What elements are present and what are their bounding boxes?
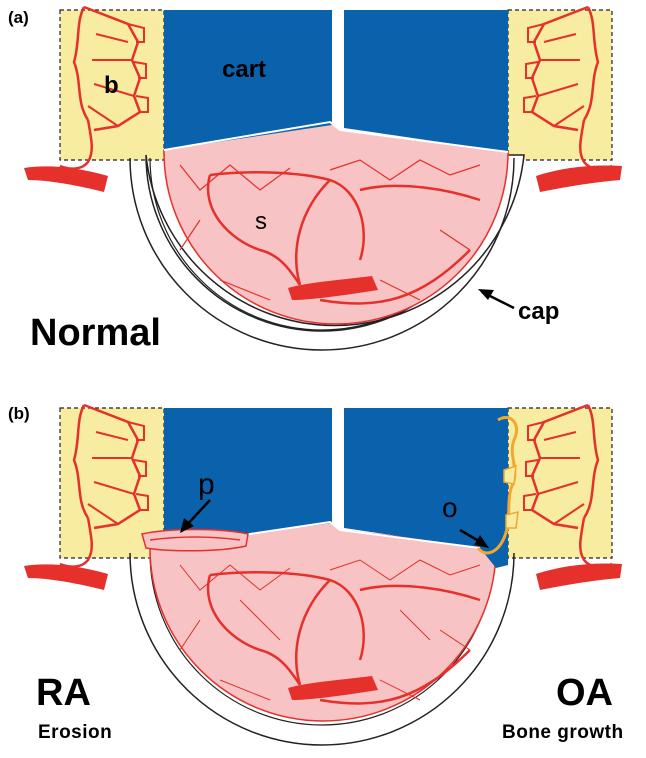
cartilage-label: cart bbox=[222, 56, 266, 84]
panel-b-label: (b) bbox=[8, 404, 30, 424]
right-cartilage bbox=[344, 10, 508, 152]
pannus bbox=[142, 530, 248, 551]
pannus-label: p bbox=[198, 468, 215, 502]
right-vessel-b bbox=[536, 563, 622, 590]
oa-label: OA bbox=[556, 672, 613, 715]
normal-label: Normal bbox=[30, 312, 161, 355]
synovium-label: s bbox=[255, 208, 267, 236]
left-cartilage-b bbox=[164, 408, 332, 534]
panel-b-diagram bbox=[24, 405, 622, 745]
left-vessel bbox=[24, 166, 108, 192]
right-bone-region bbox=[508, 10, 612, 160]
capsule-label: cap bbox=[518, 298, 559, 326]
ra-label: RA bbox=[36, 672, 91, 715]
bone-label: b bbox=[104, 72, 119, 100]
erosion-label: Erosion bbox=[38, 722, 112, 744]
bone-growth-label: Bone growth bbox=[502, 722, 624, 744]
left-vessel-b bbox=[24, 564, 108, 590]
right-bone-region-b bbox=[508, 408, 612, 558]
right-vessel bbox=[536, 165, 622, 192]
panel-a-label: (a) bbox=[8, 8, 29, 28]
osteophyte-label: o bbox=[442, 492, 458, 524]
